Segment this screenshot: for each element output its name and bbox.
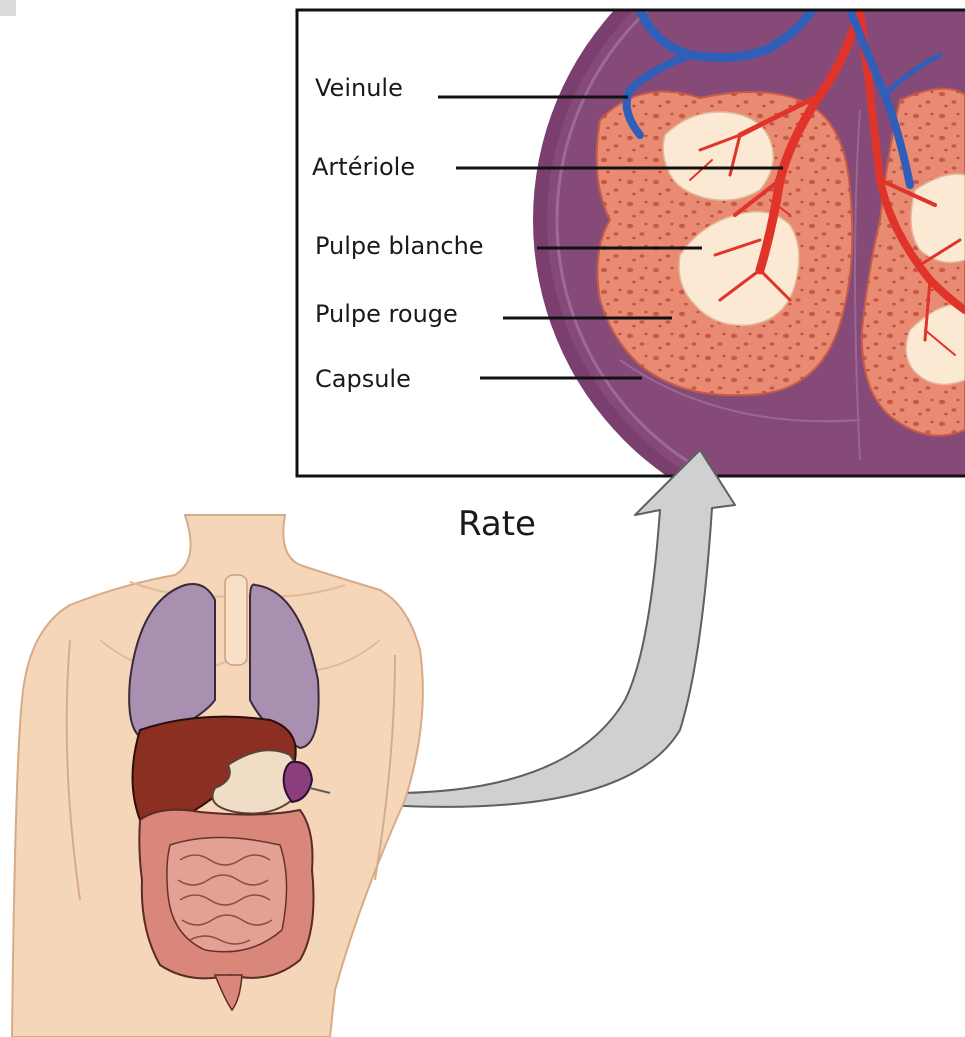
- corner-mark: [0, 0, 16, 16]
- torso-illustration: [12, 515, 423, 1037]
- spleen-section-view: [533, 0, 965, 532]
- label-pulpe-rouge-text: Pulpe rouge: [315, 300, 458, 328]
- label-pulpe-blanche-text: Pulpe blanche: [315, 232, 484, 260]
- small-intestine: [167, 838, 287, 952]
- trachea: [225, 575, 247, 665]
- white-pulp-right: [911, 174, 965, 262]
- label-veinule-text: Veinule: [315, 74, 403, 102]
- organ-title: Rate: [458, 504, 536, 544]
- label-capsule-text: Capsule: [315, 365, 411, 393]
- label-arteriole-text: Artériole: [312, 153, 415, 181]
